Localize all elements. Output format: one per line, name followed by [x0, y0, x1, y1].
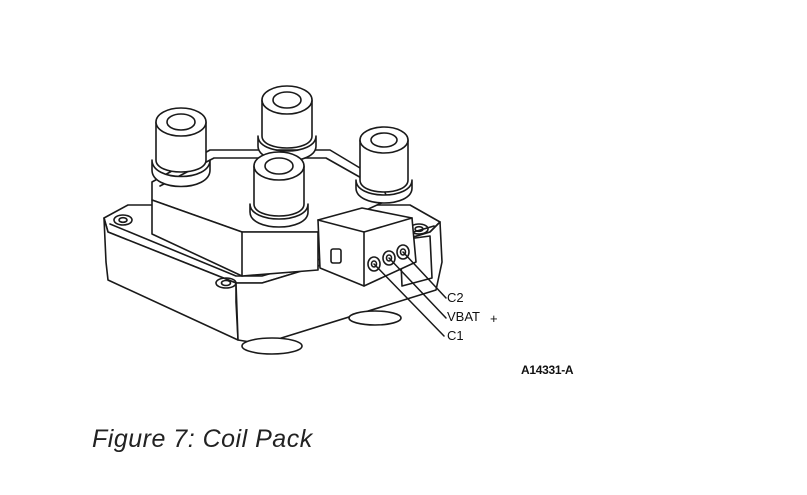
pin-leader-lines: [373, 251, 447, 337]
spark-tower: [257, 85, 317, 162]
pin-label-c2: C2: [447, 290, 464, 305]
part-number: A14331-A: [521, 363, 574, 377]
spark-tower: [355, 126, 413, 204]
figure-caption: Figure 7: Coil Pack: [92, 425, 313, 453]
leader-line-vbat: [388, 257, 447, 319]
spark-tower: [249, 151, 309, 228]
mounting-hole: [215, 277, 237, 289]
pin-label-vbat-polarity: +: [490, 311, 498, 326]
pin-label-vbat: VBAT: [447, 309, 480, 324]
pin-label-c1: C1: [447, 328, 464, 343]
electrical-connector: [317, 207, 417, 287]
mounting-hole: [113, 214, 133, 226]
leader-line-c1: [373, 263, 445, 337]
spark-tower: [151, 107, 211, 188]
leader-line-c2: [402, 251, 447, 299]
